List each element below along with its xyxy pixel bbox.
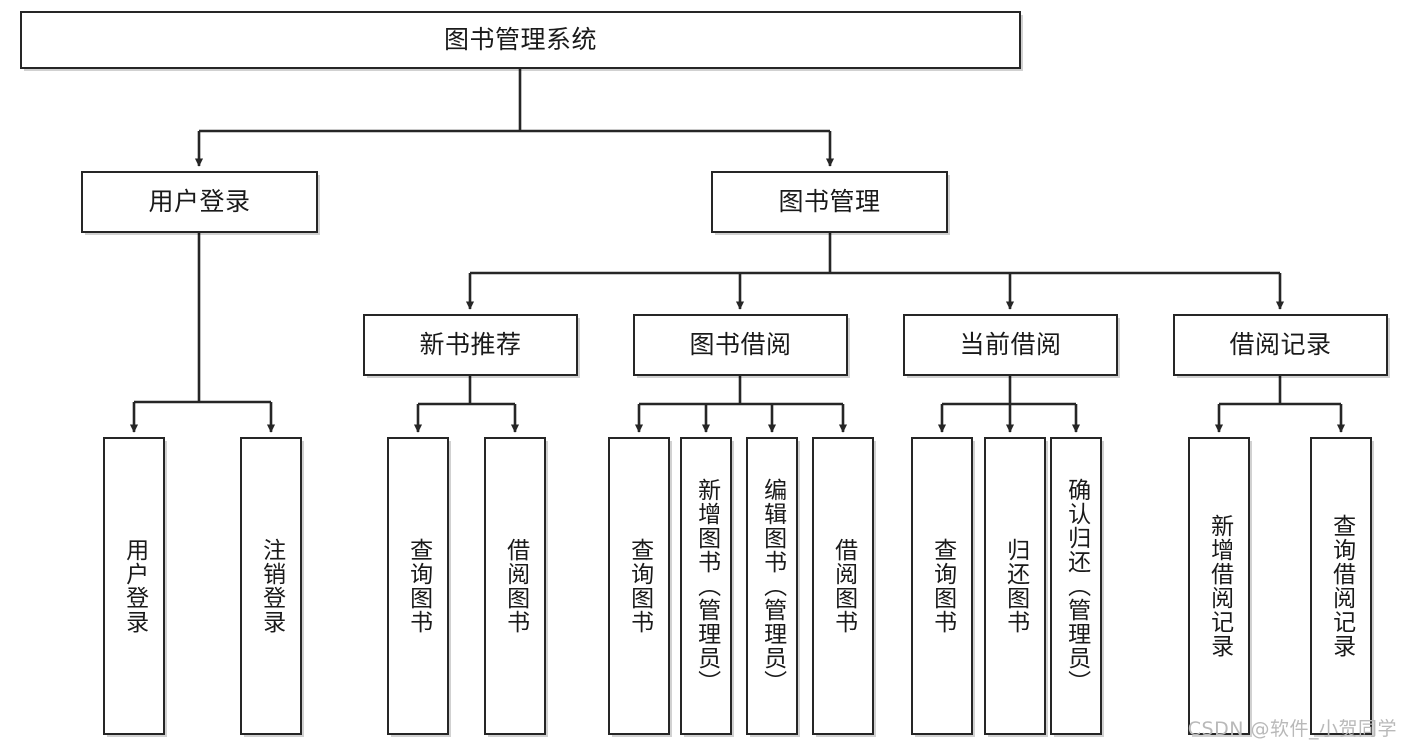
node-leaf-query-record[interactable]: 查询借阅记录 — [1310, 437, 1372, 735]
node-user-login-label: 用户登录 — [148, 187, 251, 217]
node-borrow-record[interactable]: 借阅记录 — [1173, 314, 1388, 376]
node-leaf-return-book[interactable]: 归还图书 — [984, 437, 1046, 735]
node-root[interactable]: 图书管理系统 — [20, 11, 1021, 69]
node-leaf-query-book-2[interactable]: 查询图书 — [608, 437, 670, 735]
node-leaf-confirm-return-label: 确认归还（管理员） — [1063, 478, 1090, 694]
node-user-login[interactable]: 用户登录 — [81, 171, 318, 233]
node-leaf-query-book-3-label: 查询图书 — [929, 538, 956, 634]
node-book-borrow[interactable]: 图书借阅 — [633, 314, 848, 376]
node-borrow-record-label: 借阅记录 — [1229, 330, 1332, 360]
node-leaf-edit-book-label: 编辑图书（管理员） — [759, 478, 786, 694]
node-book-manage[interactable]: 图书管理 — [711, 171, 948, 233]
node-leaf-borrow-book-1-label: 借阅图书 — [502, 538, 529, 634]
node-leaf-borrow-book-2-label: 借阅图书 — [830, 538, 857, 634]
node-leaf-add-book-label: 新增图书（管理员） — [693, 478, 720, 694]
node-leaf-query-record-label: 查询借阅记录 — [1328, 514, 1355, 658]
node-leaf-return-book-label: 归还图书 — [1002, 538, 1029, 634]
node-leaf-add-book[interactable]: 新增图书（管理员） — [680, 437, 732, 735]
node-book-manage-label: 图书管理 — [778, 187, 881, 217]
node-leaf-query-book-3[interactable]: 查询图书 — [911, 437, 973, 735]
node-new-book-rec-label: 新书推荐 — [419, 330, 522, 360]
node-root-label: 图书管理系统 — [443, 25, 597, 55]
node-leaf-add-record[interactable]: 新增借阅记录 — [1188, 437, 1250, 735]
node-leaf-edit-book[interactable]: 编辑图书（管理员） — [746, 437, 798, 735]
node-leaf-add-record-label: 新增借阅记录 — [1206, 514, 1233, 658]
node-leaf-query-book-2-label: 查询图书 — [626, 538, 653, 634]
node-leaf-confirm-return[interactable]: 确认归还（管理员） — [1050, 437, 1102, 735]
node-leaf-query-book-1-label: 查询图书 — [405, 538, 432, 634]
node-leaf-query-book-1[interactable]: 查询图书 — [387, 437, 449, 735]
node-leaf-user-login-label: 用户登录 — [121, 538, 148, 634]
node-book-borrow-label: 图书借阅 — [689, 330, 792, 360]
node-leaf-borrow-book-2[interactable]: 借阅图书 — [812, 437, 874, 735]
node-new-book-rec[interactable]: 新书推荐 — [363, 314, 578, 376]
node-leaf-borrow-book-1[interactable]: 借阅图书 — [484, 437, 546, 735]
node-leaf-logout-login-label: 注销登录 — [258, 538, 285, 634]
watermark-text: CSDN @软件_小贺同学 — [1187, 718, 1397, 740]
node-current-borrow[interactable]: 当前借阅 — [903, 314, 1118, 376]
node-current-borrow-label: 当前借阅 — [959, 330, 1062, 360]
node-leaf-user-login[interactable]: 用户登录 — [103, 437, 165, 735]
node-leaf-logout-login[interactable]: 注销登录 — [240, 437, 302, 735]
